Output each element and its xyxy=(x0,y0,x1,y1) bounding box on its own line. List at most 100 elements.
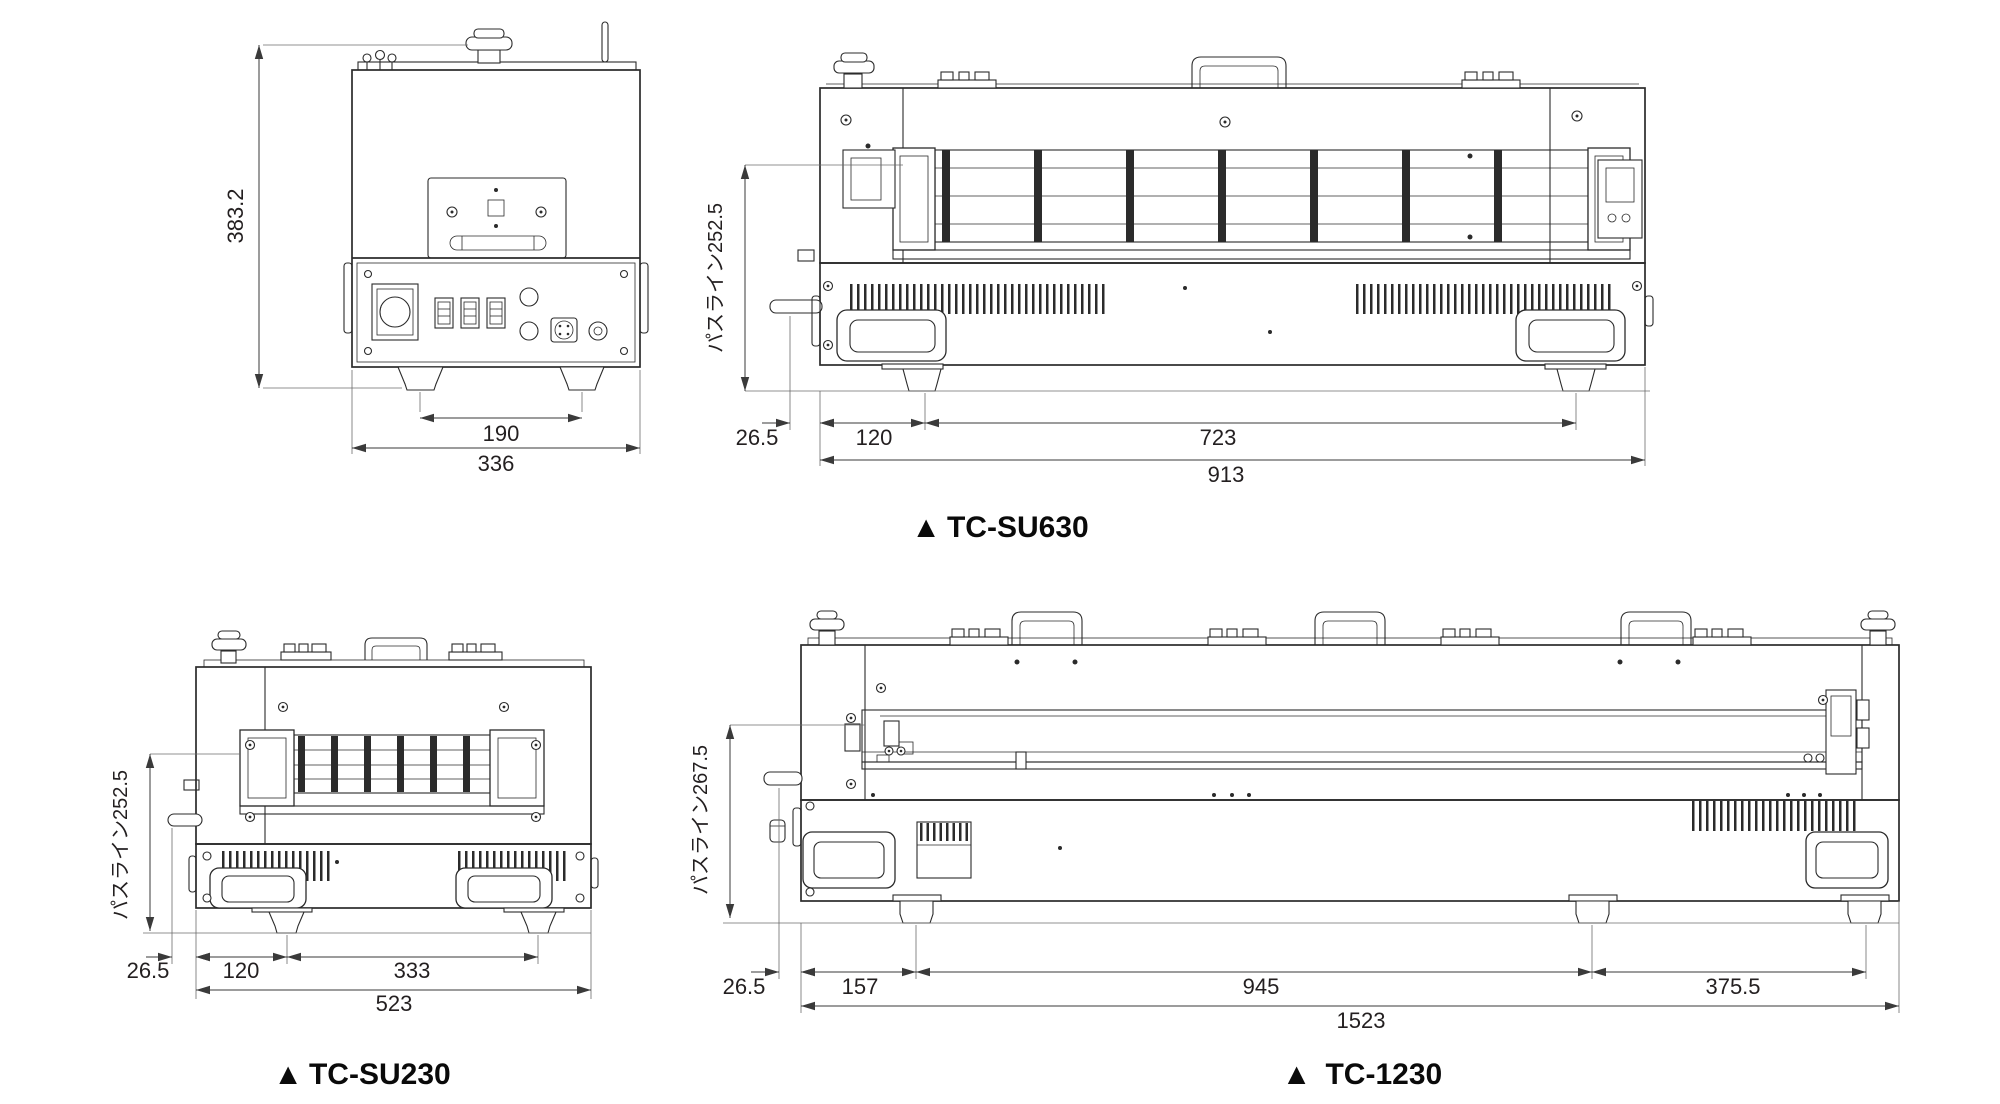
front-emergency-stop xyxy=(465,28,513,64)
dim-su630-left-foot: 120 xyxy=(819,391,926,466)
dim-su230-overall-width-value: 523 xyxy=(376,991,413,1016)
tc1230-left-side-details xyxy=(763,771,803,847)
tc1230-feet xyxy=(892,894,1890,924)
front-round-buttons xyxy=(519,287,539,341)
model-label-tc-su630: ▲TC-SU630 xyxy=(911,511,1088,544)
su630-base-details xyxy=(811,280,1654,362)
dim-tc1230-right-foot: 375.5 xyxy=(1592,925,1867,999)
su630-side-tab-left xyxy=(811,295,821,347)
tc1230-base xyxy=(800,799,1900,902)
dim-tc1230-passline-value: パスライン267.5 xyxy=(690,745,712,895)
su230-left-side-details xyxy=(167,779,203,893)
front-panel-screws xyxy=(363,269,629,356)
tc1230-conveyor-band xyxy=(861,709,1863,770)
model-label-tc-1230: ▲ TC-1230 xyxy=(1282,1058,1442,1091)
su230-side-tab-right xyxy=(590,857,599,889)
dim-tc1230-right-foot-value: 375.5 xyxy=(1705,974,1760,999)
model-label-triangle: ▲ xyxy=(911,511,941,544)
su630-passline-rod xyxy=(769,299,823,314)
model-label-tc-su230: ▲TC-SU230 xyxy=(273,1058,450,1091)
dim-su230-passline: パスライン252.5 xyxy=(110,753,240,931)
dim-front-feet-span: 190 xyxy=(419,392,583,446)
dim-su630-offset: 26.5 xyxy=(736,316,848,450)
tc1230-upper-body xyxy=(800,644,1900,801)
dim-su230-left-foot: 120 xyxy=(195,910,288,999)
model-label-text: TC-SU230 xyxy=(309,1058,451,1091)
dim-su630-left-foot-value: 120 xyxy=(856,425,893,450)
dim-tc1230-left-foot: 157 xyxy=(800,923,917,1013)
model-label-triangle: ▲ xyxy=(1282,1058,1312,1091)
dim-front-height: 383.2 xyxy=(223,44,468,389)
dim-su230-feet-span: 333 xyxy=(287,935,539,983)
tc1230-connector-block xyxy=(916,821,972,879)
su630-top-bracket-left xyxy=(937,71,997,89)
dim-su630-overall-width-value: 913 xyxy=(1208,462,1245,487)
tc1230-carry-handles xyxy=(1011,611,1692,645)
dim-su230-offset-value: 26.5 xyxy=(127,958,170,983)
dim-su230-feet-span-value: 333 xyxy=(394,958,431,983)
tc1230-emergency-stop-right xyxy=(1860,610,1896,646)
front-connector-small xyxy=(588,321,608,341)
dim-tc1230-left-foot-value: 157 xyxy=(842,974,879,999)
drawing-tc-1230: パスライン267.5 26.5 157 945 375.5 1523 xyxy=(690,610,1900,1091)
su630-carry-handle xyxy=(1191,56,1287,88)
dim-front-feet-span-value: 190 xyxy=(483,421,520,446)
dim-su230-overall-width: 523 xyxy=(196,910,592,1016)
dim-tc1230-overall-width: 1523 xyxy=(801,901,1900,1033)
front-top-knobs xyxy=(362,49,397,70)
tc1230-passline-rod xyxy=(763,771,803,786)
front-body xyxy=(351,69,641,368)
su230-feet xyxy=(251,907,565,934)
dim-su230-offset: 26.5 xyxy=(127,828,222,983)
front-name-plate xyxy=(427,177,567,259)
su230-top-bracket-right xyxy=(448,643,503,661)
su230-roller-rail xyxy=(239,805,545,815)
tc1230-top-brackets xyxy=(949,628,1752,646)
su230-passline-rod xyxy=(167,813,203,827)
front-panel-inset xyxy=(356,262,636,363)
su630-body-screws xyxy=(1219,110,1583,240)
front-antenna xyxy=(601,21,609,63)
tc1230-left-mechanism xyxy=(844,720,914,763)
front-connector-4pin xyxy=(550,317,578,343)
dim-front-width: 336 xyxy=(351,370,641,476)
front-feet xyxy=(397,366,605,391)
dim-front-height-value: 383.2 xyxy=(223,188,248,243)
dim-tc1230-feet-span: 945 xyxy=(916,925,1593,999)
su630-roller-rail xyxy=(892,249,1631,260)
su230-lid xyxy=(203,659,585,668)
su630-emergency-stop xyxy=(833,52,875,89)
su230-emergency-stop xyxy=(211,630,247,664)
su630-roller-assembly xyxy=(892,147,1643,260)
dim-su630-feet-span-value: 723 xyxy=(1200,425,1237,450)
su230-carry-handle xyxy=(364,637,428,660)
dim-front-width-value: 336 xyxy=(478,451,515,476)
model-label-text: TC-SU630 xyxy=(947,511,1089,544)
su630-drive-block xyxy=(1597,159,1643,239)
tc1230-band-rail xyxy=(861,761,1863,770)
dim-su630-overall-width: 913 xyxy=(820,367,1646,487)
model-label-triangle: ▲ xyxy=(273,1058,303,1091)
su230-roller-assembly xyxy=(239,729,545,815)
dim-su630-feet-span: 723 xyxy=(925,393,1577,450)
su630-top-bracket-right xyxy=(1461,71,1521,89)
dim-tc1230-feet-span-value: 945 xyxy=(1243,974,1280,999)
su630-feet xyxy=(881,363,1607,392)
dim-tc1230-offset-value: 26.5 xyxy=(723,974,766,999)
su630-side-tab-right xyxy=(1644,295,1654,327)
dim-su230-left-foot-value: 120 xyxy=(223,958,260,983)
model-label-text: TC-1230 xyxy=(1325,1058,1442,1091)
tc1230-right-mechanism xyxy=(1803,689,1870,775)
dim-su630-passline-value: パスライン252.5 xyxy=(705,203,727,353)
su630-left-column-details xyxy=(769,114,896,314)
drawing-tc-su630: パスライン252.5 26.5 120 723 913 ▲TC-SU630 xyxy=(705,52,1654,544)
tc1230-base-details xyxy=(802,801,1889,897)
dim-tc1230-passline: パスライン267.5 xyxy=(690,724,865,918)
front-side-tabs xyxy=(343,262,649,334)
drawing-front-view: 383.2 190 336 xyxy=(223,21,649,476)
dim-tc1230-overall-width-value: 1523 xyxy=(1337,1008,1386,1033)
front-power-switch xyxy=(371,283,419,341)
su230-body-screws xyxy=(244,701,542,823)
su230-base-details xyxy=(202,851,599,909)
